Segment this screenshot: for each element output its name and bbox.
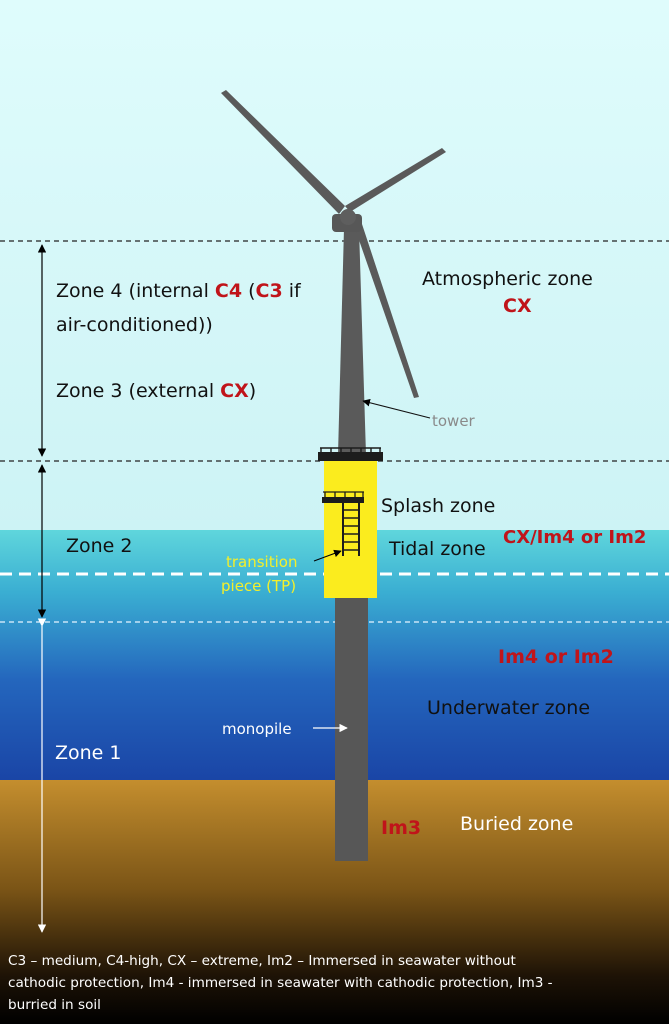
- blade-lower: [352, 218, 419, 398]
- zone1-label: Zone 1: [55, 742, 122, 764]
- legend-footnote: C3 – medium, C4-high, CX – extreme, Im2 …: [8, 950, 663, 1016]
- tp-access-platform: [322, 497, 364, 503]
- tower-pointer: [362, 398, 431, 419]
- buried-zone-label: Buried zone: [460, 813, 573, 835]
- tower: [338, 228, 366, 455]
- underwater-class-label: Im4 or Im2: [498, 646, 614, 668]
- hub: [340, 209, 356, 225]
- tp-access-railing: [323, 491, 364, 497]
- blade-upper-right: [345, 148, 446, 212]
- monopile-label: monopile: [222, 720, 292, 738]
- tower-label: tower: [432, 412, 476, 430]
- splash-zone-label: Splash zone: [381, 495, 495, 517]
- tp-railing: [320, 447, 381, 453]
- tp-label-line1: transition: [226, 553, 297, 571]
- monopile: [335, 598, 368, 861]
- transition-piece: [324, 461, 377, 598]
- footnote-line-3: burried in soil: [8, 997, 101, 1013]
- tp-label-line2: piece (TP): [221, 577, 296, 595]
- underwater-zone-label: Underwater zone: [427, 697, 590, 719]
- tp-platform: [318, 452, 383, 461]
- tp-pointer: [313, 549, 342, 562]
- atmospheric-class-label: CX: [503, 295, 532, 317]
- zone2-label: Zone 2: [66, 535, 133, 557]
- seabed: [0, 780, 669, 1024]
- buried-class-label: Im3: [381, 817, 421, 839]
- splash-tidal-class-label: CX/Im4 or Im2: [503, 527, 646, 548]
- footnote-line-2: cathodic protection, Im4 - immersed in s…: [8, 975, 553, 991]
- zone3-label: Zone 3 (external CX): [56, 380, 256, 402]
- zone4-label-line2: air-conditioned)): [56, 314, 213, 336]
- tp-ladder: [342, 503, 360, 556]
- tidal-zone-label: Tidal zone: [388, 538, 486, 560]
- sky: [0, 0, 669, 530]
- atmospheric-zone-label: Atmospheric zone: [422, 268, 593, 290]
- blade-upper-left: [221, 90, 345, 214]
- footnote-line-1: C3 – medium, C4-high, CX – extreme, Im2 …: [8, 953, 516, 969]
- zone4-label: Zone 4 (internal C4 (C3 if: [56, 280, 302, 302]
